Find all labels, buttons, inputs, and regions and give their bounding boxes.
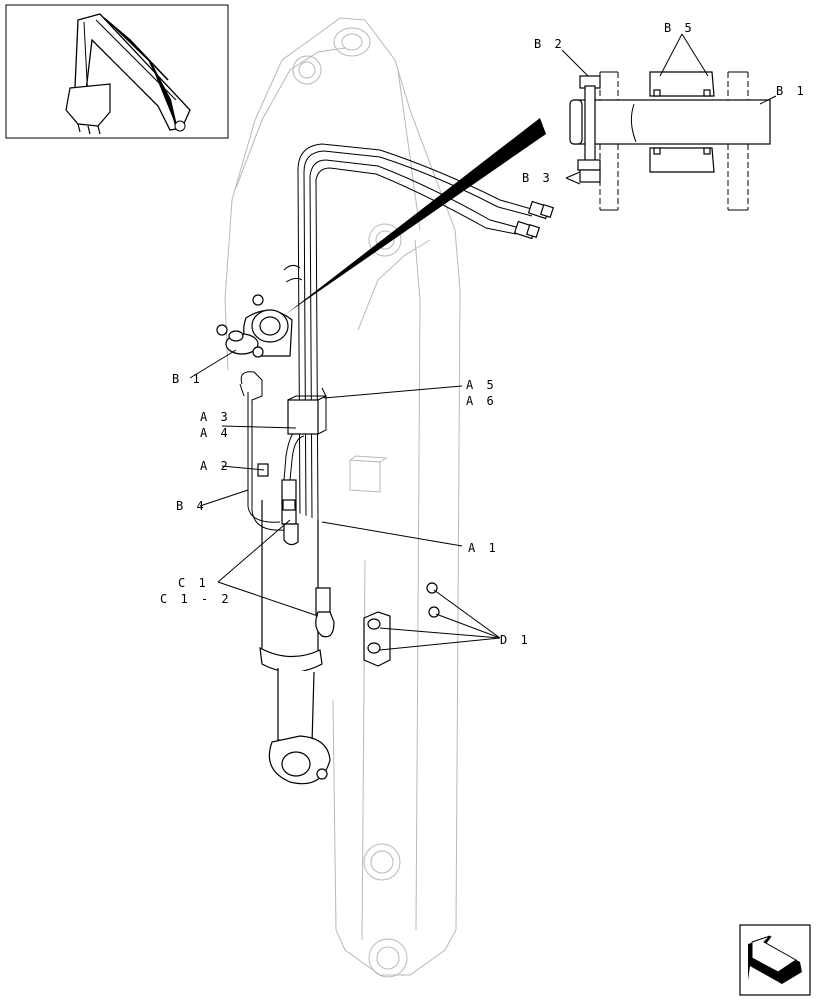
overview-thumbnail: [5, 4, 229, 139]
cylinder-pipes: [239, 264, 335, 638]
detail-pointer: [286, 118, 546, 314]
excavator-overview-icon: [65, 13, 191, 135]
clamp-parts: [363, 582, 440, 667]
pin-detail-view: [569, 71, 771, 211]
label-d1: D 1: [500, 633, 531, 647]
label-b5: B 5: [664, 21, 695, 35]
label-c1: C 1: [178, 576, 209, 590]
label-a4: A 4: [200, 426, 231, 440]
label-a5: A 5: [466, 378, 497, 392]
label-b1-detail: B 1: [776, 84, 807, 98]
next-page-arrow-icon[interactable]: [739, 924, 811, 996]
callout-labels: B 1 A 5 A 6 A 3 A 4 A 2 B 4 A 1 C 1 C 1 …: [160, 21, 807, 647]
label-b1-left: B 1: [172, 372, 203, 386]
label-b3: B 3: [522, 171, 553, 185]
label-a6: A 6: [466, 394, 497, 408]
label-a2: A 2: [200, 459, 231, 473]
label-c1-2: C 1 - 2: [160, 592, 232, 606]
label-a3: A 3: [200, 410, 231, 424]
boom-cylinder: [216, 294, 331, 785]
hydraulic-hoses: [297, 143, 555, 521]
label-a1: A 1: [468, 541, 499, 555]
label-b4: B 4: [176, 499, 207, 513]
label-b2: B 2: [534, 37, 565, 51]
leader-lines: [189, 33, 777, 651]
